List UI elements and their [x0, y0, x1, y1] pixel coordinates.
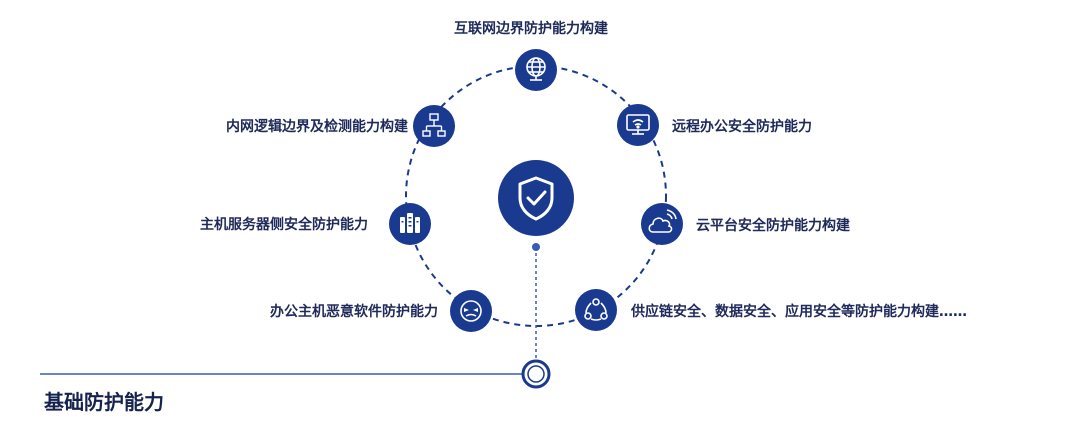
label-internet-boundary: 互联网边界防护能力构建 [454, 21, 608, 37]
malware-face-icon [460, 300, 482, 322]
server-rack-icon [400, 213, 420, 233]
node-host-server [389, 203, 431, 245]
base-node-inner [527, 365, 545, 383]
footer-title: 基础防护能力 [44, 390, 164, 414]
dashed-ring [405, 65, 667, 327]
label-cloud-platform: 云平台安全防护能力构建 [696, 218, 850, 234]
monitor-wifi-icon [626, 114, 650, 135]
network-topology-icon [422, 113, 446, 137]
label-remote-office: 远程办公安全防护能力 [672, 119, 812, 135]
node-cloud-platform [641, 203, 683, 245]
node-remote-office [617, 104, 659, 146]
label-host-server: 主机服务器侧安全防护能力 [200, 217, 368, 233]
center-connector-dot [532, 243, 540, 251]
shield-check-icon [518, 176, 554, 221]
label-supply-chain: 供应链安全、数据安全、应用安全等防护能力构建…… [631, 304, 967, 320]
globe-icon [526, 57, 546, 81]
share-nodes-icon [584, 298, 608, 321]
node-internet-boundary [515, 49, 557, 91]
cloud-signal-icon [648, 209, 677, 233]
node-intranet-boundary [413, 105, 455, 147]
center-node [498, 160, 574, 236]
node-office-malware [450, 290, 492, 332]
label-intranet-boundary: 内网逻辑边界及检测能力构建 [226, 119, 408, 135]
label-office-malware: 办公主机恶意软件防护能力 [270, 304, 438, 320]
node-supply-chain [575, 289, 617, 331]
